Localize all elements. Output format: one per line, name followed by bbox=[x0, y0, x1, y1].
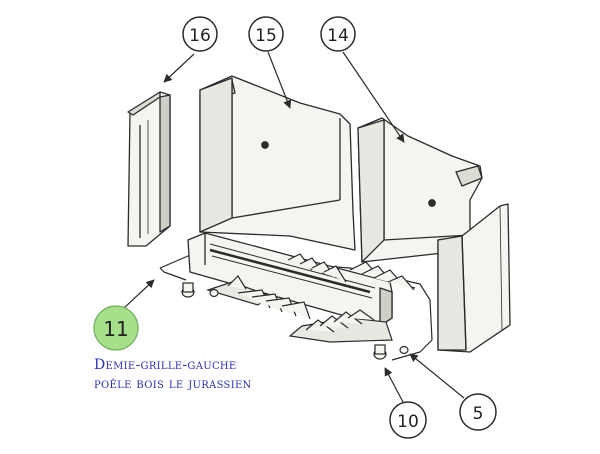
right-side-plate bbox=[437, 203, 511, 353]
callout-11: 11 bbox=[93, 305, 139, 351]
callout-16-label: 16 bbox=[189, 26, 211, 46]
feet bbox=[181, 282, 409, 360]
callout-5: 5 bbox=[459, 393, 497, 431]
caption-part-name: Demie-grille-gauche bbox=[94, 357, 237, 373]
callout-10-label: 10 bbox=[397, 412, 419, 432]
callout-10: 10 bbox=[389, 401, 427, 439]
callout-5-label: 5 bbox=[473, 404, 484, 424]
grid-bars-left bbox=[206, 253, 347, 320]
part-14-back-plate bbox=[357, 117, 483, 263]
caption-product-name: poêle bois le jurassien bbox=[94, 376, 252, 392]
front-bar bbox=[187, 232, 393, 327]
part-16-side-plate bbox=[127, 91, 171, 247]
callout-15: 15 bbox=[248, 16, 284, 52]
callout-14: 14 bbox=[320, 16, 356, 52]
part-15-back-plate bbox=[199, 75, 356, 251]
leader-lines bbox=[123, 51, 465, 405]
callout-14-label: 14 bbox=[327, 26, 349, 46]
callout-15-label: 15 bbox=[255, 26, 277, 46]
callout-11-label: 11 bbox=[103, 317, 128, 341]
grid-bars-right bbox=[288, 261, 415, 343]
callout-16: 16 bbox=[182, 16, 218, 52]
